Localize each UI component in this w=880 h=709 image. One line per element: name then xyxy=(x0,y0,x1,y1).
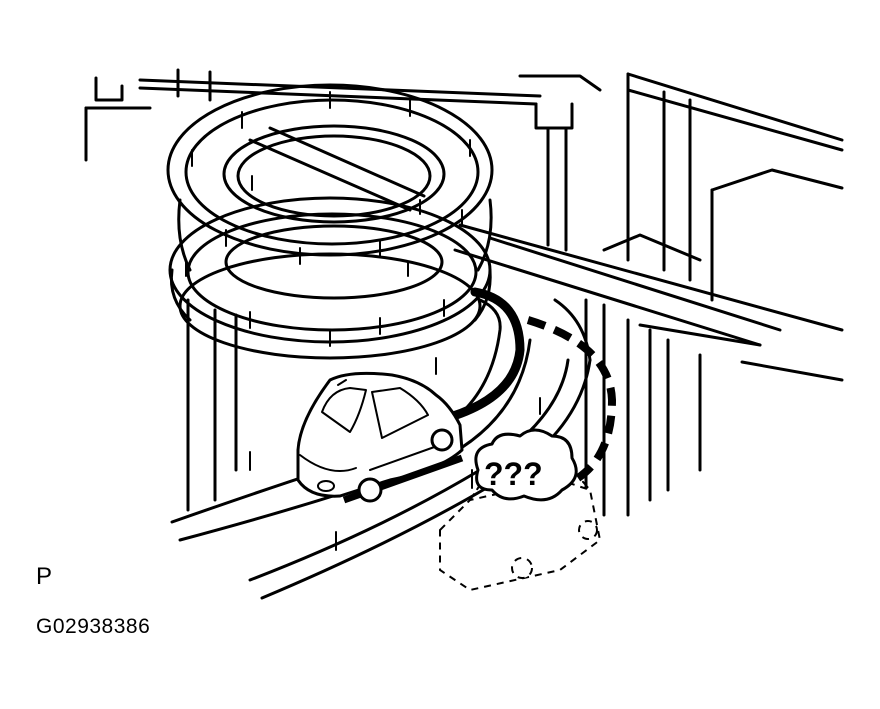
reference-letter: P xyxy=(36,563,53,590)
support-column xyxy=(186,298,238,512)
path-arrow-icon xyxy=(435,287,617,482)
straight-ramp xyxy=(453,223,844,382)
question-cloud-icon: ??? xyxy=(474,428,578,502)
question-marks: ??? xyxy=(484,456,543,492)
background-building xyxy=(84,68,844,522)
figure-code: G02938386 xyxy=(36,615,151,638)
car-icon xyxy=(296,371,464,504)
spiral-ramp-icon xyxy=(166,83,494,360)
ghost-car-icon xyxy=(439,453,602,592)
